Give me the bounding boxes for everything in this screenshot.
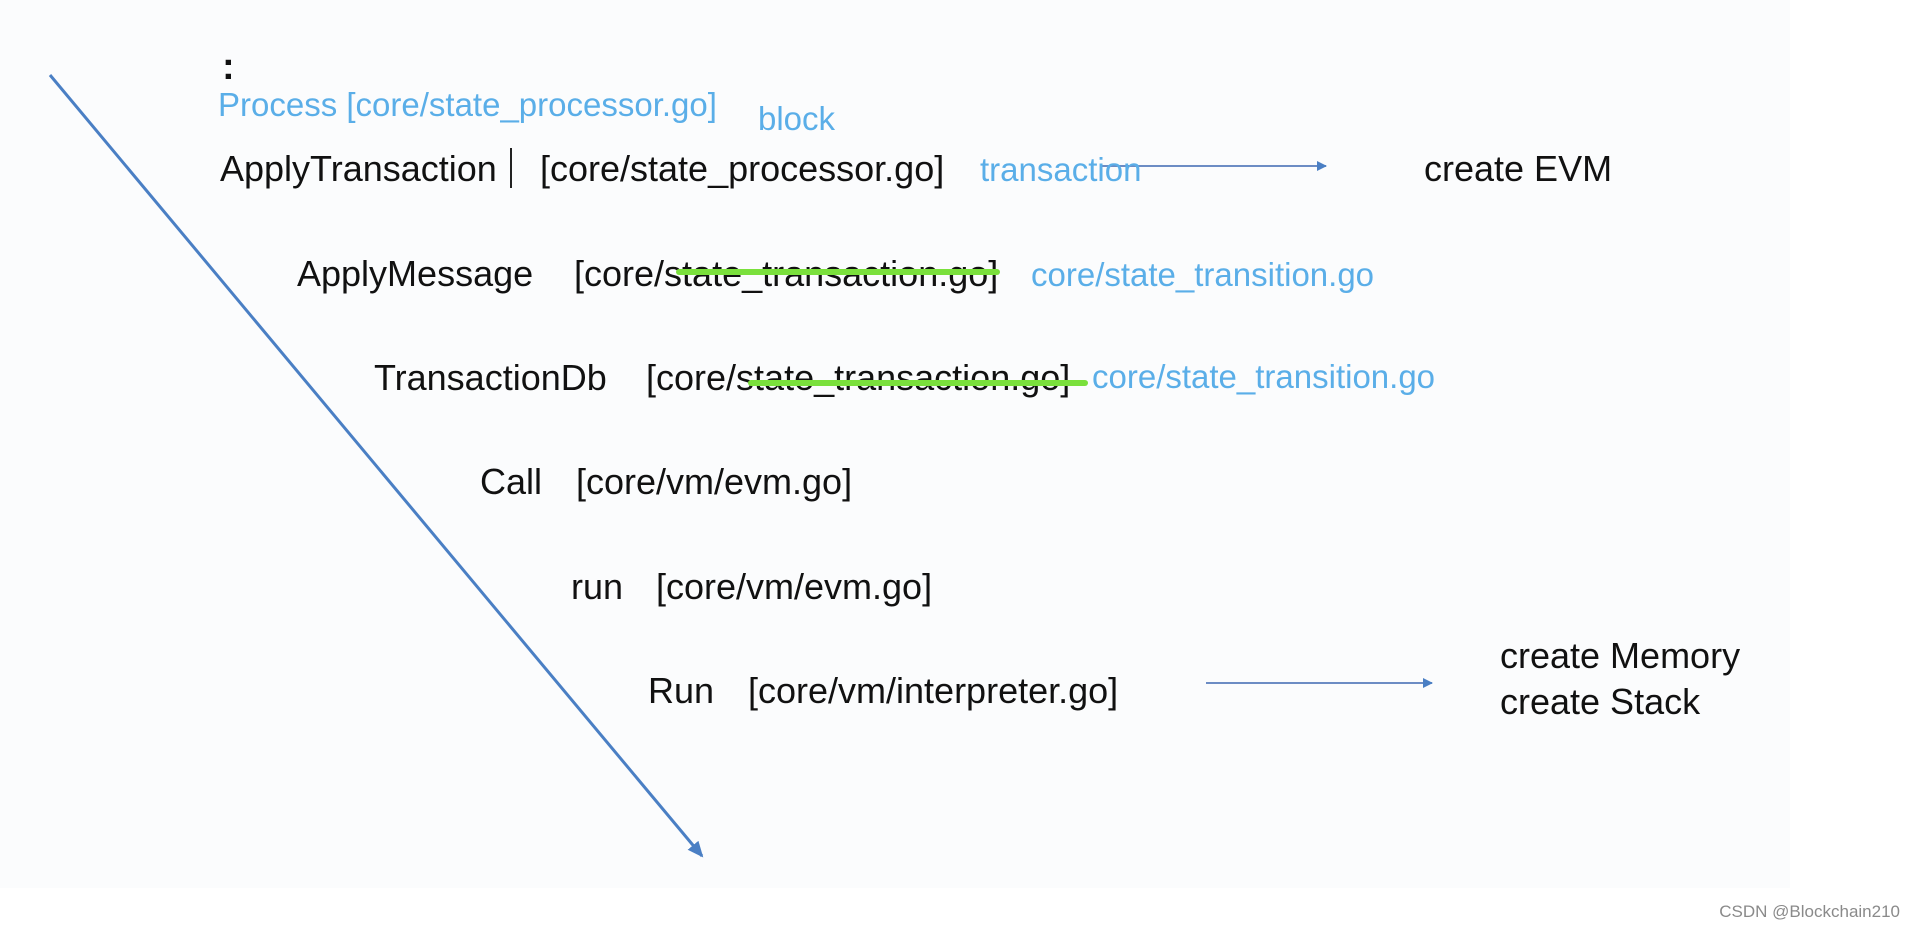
state-transition-note-1: core/state_transition.go — [1031, 256, 1375, 293]
create-memory-label: create Memory — [1500, 635, 1741, 676]
process-note: Process [core/state_processor.go] — [218, 86, 717, 123]
strikethrough-mark — [748, 380, 1088, 386]
state-transition-note-2: core/state_transition.go — [1092, 358, 1436, 395]
block-note: block — [758, 100, 836, 137]
text-cursor — [510, 148, 512, 188]
diagram-canvas: : Process [core/state_processor.go] bloc… — [48, 46, 1741, 858]
colon-mark: : — [222, 46, 235, 88]
func-run-lower: run — [571, 566, 624, 607]
file-apply-transaction: [core/state_processor.go] — [540, 148, 945, 189]
arrows-layer — [48, 74, 1433, 858]
func-transaction-db: TransactionDb — [374, 357, 607, 398]
func-apply-message: ApplyMessage — [297, 253, 534, 294]
file-call: [core/vm/evm.go] — [576, 461, 853, 502]
file-run-upper: [core/vm/interpreter.go] — [748, 670, 1119, 711]
create-stack-label: create Stack — [1500, 681, 1701, 722]
file-prefix: [core/ — [646, 357, 737, 398]
file-transaction-db: [core/state_transaction.go] — [646, 360, 1070, 396]
func-run-upper: Run — [648, 670, 715, 711]
call-flow-diagonal-arrow — [48, 74, 704, 858]
file-prefix: [core/ — [574, 253, 665, 294]
file-struck: state_transaction.go — [736, 357, 1061, 398]
create-evm-label: create EVM — [1424, 148, 1613, 189]
transaction-note: transaction — [980, 151, 1142, 188]
func-call: Call — [480, 461, 543, 502]
strikethrough-mark — [676, 269, 1000, 275]
file-run-lower: [core/vm/evm.go] — [656, 566, 933, 607]
func-apply-transaction: ApplyTransaction — [220, 148, 497, 189]
watermark: CSDN @Blockchain210 — [1719, 902, 1900, 921]
file-suffix: ] — [1060, 357, 1071, 398]
